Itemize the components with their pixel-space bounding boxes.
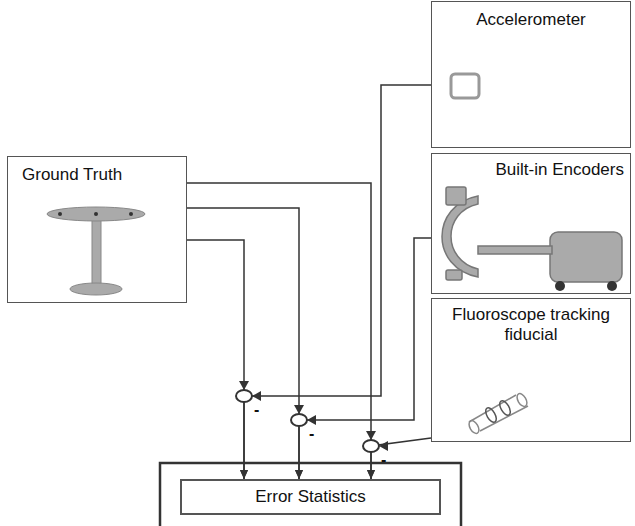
node-label: Accelerometer: [436, 10, 626, 30]
signal-connector: [187, 208, 299, 479]
signal-connector: [371, 438, 431, 479]
minus-sign: -: [254, 402, 259, 418]
outer-frame: [160, 463, 461, 526]
signal-connector: [187, 240, 244, 479]
minus-sign: -: [381, 452, 386, 468]
node-label: Ground Truth: [22, 165, 186, 185]
summing-junctions: [236, 390, 379, 452]
node-label: Error Statistics: [186, 487, 435, 507]
statistics-box: Error Statistics: [180, 479, 441, 515]
junction-arrowheads: [239, 381, 388, 451]
minus-sign: -: [309, 426, 314, 442]
c-arm-illustration: [442, 187, 622, 291]
sensor-box: Built-in Encoders: [431, 153, 631, 294]
ground-truth-box: Ground Truth: [7, 156, 187, 303]
signal-connector: [187, 183, 371, 479]
signal-connector: [299, 238, 431, 479]
node-label: Fluoroscope tracking fiducial: [442, 305, 620, 345]
sensor-box: Fluoroscope tracking fiducial: [431, 298, 631, 442]
table-illustration: [47, 207, 145, 295]
accelerometer-icon: [451, 74, 479, 98]
sensor-box: Accelerometer: [431, 1, 631, 148]
fiducial-illustration: [467, 392, 529, 435]
signal-connector: [244, 85, 431, 479]
node-label: Built-in Encoders: [436, 160, 624, 180]
